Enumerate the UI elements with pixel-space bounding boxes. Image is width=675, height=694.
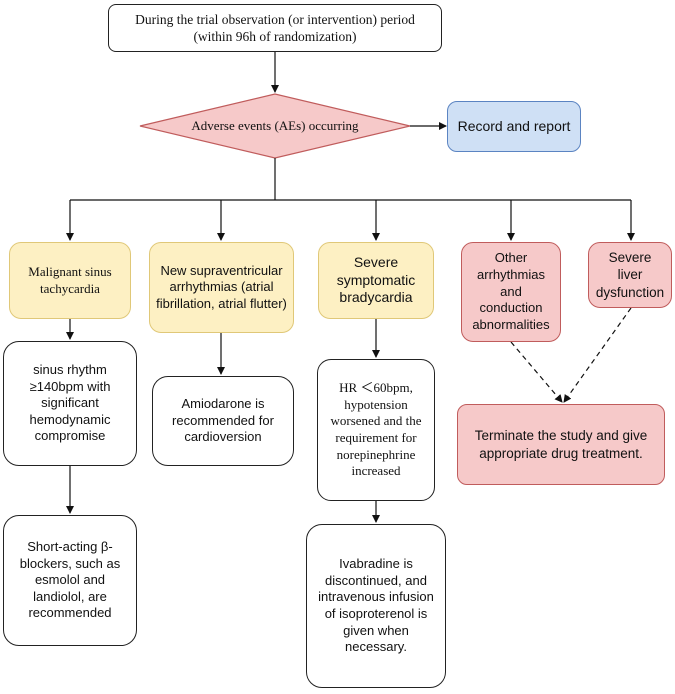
- start-line-1: During the trial observation (or interve…: [135, 11, 415, 27]
- other-arrhythmias-box: Other arrhythmias and conduction abnorma…: [461, 242, 561, 342]
- amiodarone-box: Amiodarone is recommended for cardiovers…: [152, 376, 294, 466]
- record-report-label: Record and report: [457, 117, 571, 134]
- supraventricular-arrhythmias-box: New supraventricular arrhythmias (atrial…: [149, 242, 294, 333]
- amiodarone-label: Amiodarone is recommended for cardiovers…: [172, 396, 274, 445]
- liver-label: Severe liver dysfunction: [595, 250, 665, 300]
- supraventricular-label: New supraventricular arrhythmias (atrial…: [156, 262, 287, 311]
- severe-liver-dysfunction-box: Severe liver dysfunction: [588, 242, 672, 308]
- ivabradine-box: Ivabradine is discontinued, and intraven…: [306, 524, 446, 688]
- dashed-arrow-liver-to-terminate: [563, 307, 632, 403]
- ivabradine-label: Ivabradine is discontinued, and intraven…: [318, 556, 434, 655]
- malignant-label: Malignant sinus tachycardia: [28, 263, 112, 296]
- dashed-arrow-other-to-terminate: [510, 341, 563, 403]
- decision-label: Adverse events (AEs) occurring: [191, 118, 359, 133]
- bradycardia-label: Severe symptomatic bradycardia: [336, 253, 416, 306]
- terminate-label: Terminate the study and give appropriate…: [474, 428, 648, 461]
- hr-criteria-box: HR ＜60bpm, hypotension worsened and the …: [317, 359, 435, 501]
- record-report-box: Record and report: [447, 101, 581, 152]
- other-label: Other arrhythmias and conduction abnorma…: [472, 250, 550, 332]
- beta-blockers-label: Short-acting β-blockers, such as esmolol…: [19, 538, 121, 621]
- sinus-rhythm-label: sinus rhythm ≥140bpm with significant he…: [29, 361, 111, 444]
- start-box: During the trial observation (or interve…: [108, 4, 442, 52]
- terminate-study-box: Terminate the study and give appropriate…: [457, 404, 665, 485]
- severe-bradycardia-box: Severe symptomatic bradycardia: [318, 242, 434, 319]
- start-line-2: (within 96h of randomization): [193, 29, 357, 44]
- sinus-rhythm-box: sinus rhythm ≥140bpm with significant he…: [3, 341, 137, 466]
- malignant-sinus-tachycardia-box: Malignant sinus tachycardia: [9, 242, 131, 319]
- hr-criteria-label: HR ＜60bpm, hypotension worsened and the …: [330, 380, 422, 479]
- beta-blockers-box: Short-acting β-blockers, such as esmolol…: [3, 515, 137, 646]
